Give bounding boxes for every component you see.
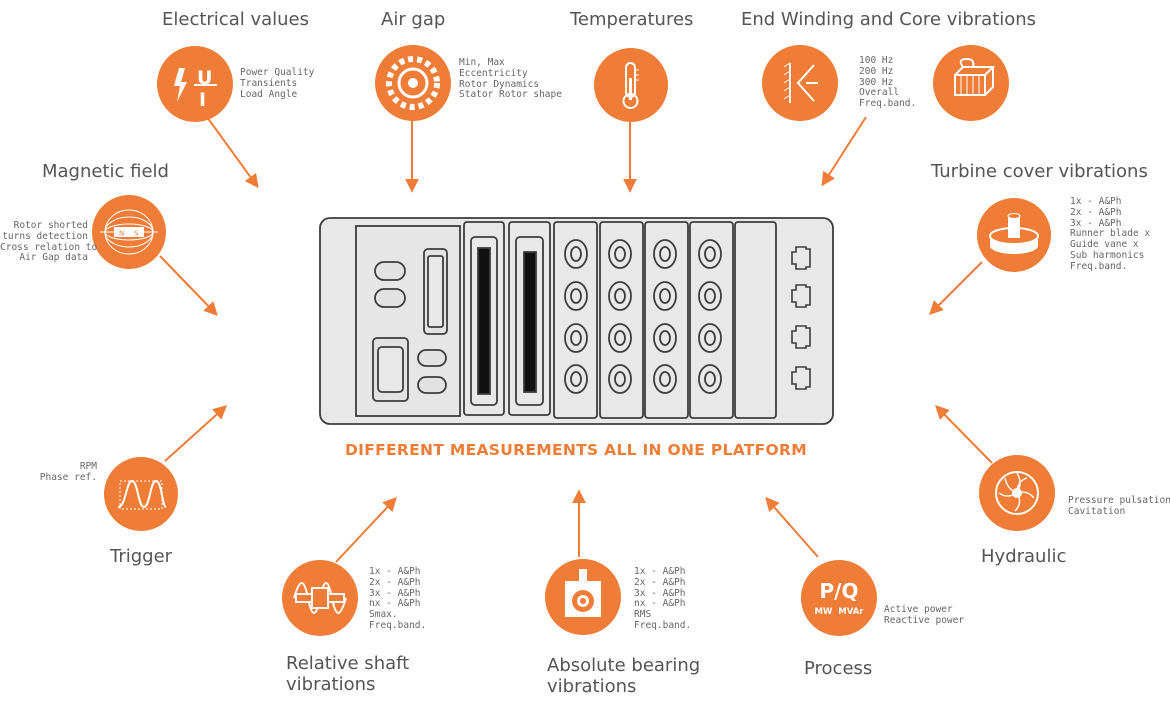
rotor-stator-icon xyxy=(375,45,451,121)
svg-text:S: S xyxy=(134,230,139,238)
arrow-shaft xyxy=(335,496,397,563)
svg-text:N: N xyxy=(119,230,124,238)
arrow-magnetic xyxy=(159,255,218,317)
title-process: Process xyxy=(804,658,873,679)
desc-electrical: Power Quality Transients Load Angle xyxy=(240,67,315,100)
title-airgap: Air gap xyxy=(381,9,446,30)
desc-airgap: Min, Max Eccentricity Rotor Dynamics Sta… xyxy=(459,57,562,101)
desc-shaft: 1x - A&Ph 2x - A&Ph 3x - A&Ph nx - A&Ph … xyxy=(369,566,427,631)
arrow-electrical xyxy=(206,116,259,189)
bearing-sensor-icon xyxy=(545,559,621,635)
headline: DIFFERENT MEASUREMENTS ALL IN ONE PLATFO… xyxy=(344,441,807,459)
desc-trigger: RPM Phase ref. xyxy=(39,461,97,483)
desc-endwinding: 100 Hz 200 Hz 300 Hz Overall Freq.band. xyxy=(859,55,917,110)
title-trigger: Trigger xyxy=(110,546,173,567)
svg-text:I: I xyxy=(199,89,206,111)
svg-text:MW MVAr: MW MVAr xyxy=(815,607,865,617)
arrow-hydraulic xyxy=(935,405,993,464)
magnet-field-icon: N S xyxy=(92,195,166,269)
end-winding-icon xyxy=(762,45,838,121)
desc-magnetic: Rotor shorted turns detection Cross rela… xyxy=(0,220,98,264)
voltage-current-icon: U I xyxy=(157,46,233,122)
network-ports xyxy=(791,246,811,390)
runner-icon xyxy=(979,455,1055,531)
title-electrical: Electrical values xyxy=(162,9,309,30)
arrow-turbine xyxy=(929,261,983,315)
title-temperatures: Temperatures xyxy=(570,9,694,30)
svg-text:P/Q: P/Q xyxy=(820,579,859,603)
arrow-trigger xyxy=(164,405,228,462)
title-endwinding: End Winding and Core vibrations xyxy=(741,9,1037,30)
svg-text:U: U xyxy=(197,67,212,89)
desc-turbine: 1x - A&Ph 2x - A&Ph 3x - A&Ph Runner bla… xyxy=(1070,196,1151,272)
input-module-3 xyxy=(644,221,689,419)
bnc-inputs xyxy=(564,239,722,394)
desc-process: Active power Reactive power xyxy=(884,604,965,626)
desc-hydraulic: Pressure pulsations Cavitation xyxy=(1068,495,1170,517)
title-turbine: Turbine cover vibrations xyxy=(931,161,1148,182)
input-module-2 xyxy=(599,221,644,419)
input-module-4 xyxy=(689,221,734,419)
title-magnetic: Magnetic field xyxy=(42,161,169,182)
title-shaft: Relative shaft vibrations xyxy=(286,653,410,695)
arrow-endwinding xyxy=(821,116,867,187)
thermometer-icon xyxy=(594,48,668,122)
shaft-sensor-icon xyxy=(282,560,358,636)
pulse-trigger-icon xyxy=(104,457,178,531)
power-pq-icon: P/Q MW MVAr xyxy=(801,560,877,636)
title-bearing: Absolute bearing vibrations xyxy=(547,655,701,697)
blank-module xyxy=(734,221,777,419)
input-module-1 xyxy=(553,221,598,419)
stator-core-icon xyxy=(933,45,1009,121)
turbine-cover-icon xyxy=(977,198,1051,272)
title-hydraulic: Hydraulic xyxy=(981,546,1067,567)
desc-bearing: 1x - A&Ph 2x - A&Ph 3x - A&Ph nx - A&Ph … xyxy=(634,566,692,631)
arrow-process xyxy=(765,496,819,558)
